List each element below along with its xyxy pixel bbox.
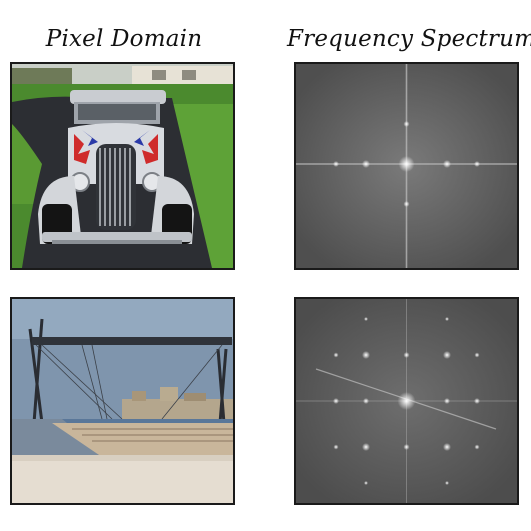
car-photo bbox=[10, 62, 235, 270]
frequency-spectrum-title: Frequency Spectrum bbox=[287, 26, 531, 52]
bridge-photo bbox=[10, 297, 235, 505]
car-frequency-spectrum bbox=[294, 62, 519, 270]
pixel-domain-title: Pixel Domain bbox=[45, 26, 203, 52]
bridge-frequency-spectrum bbox=[294, 297, 519, 505]
